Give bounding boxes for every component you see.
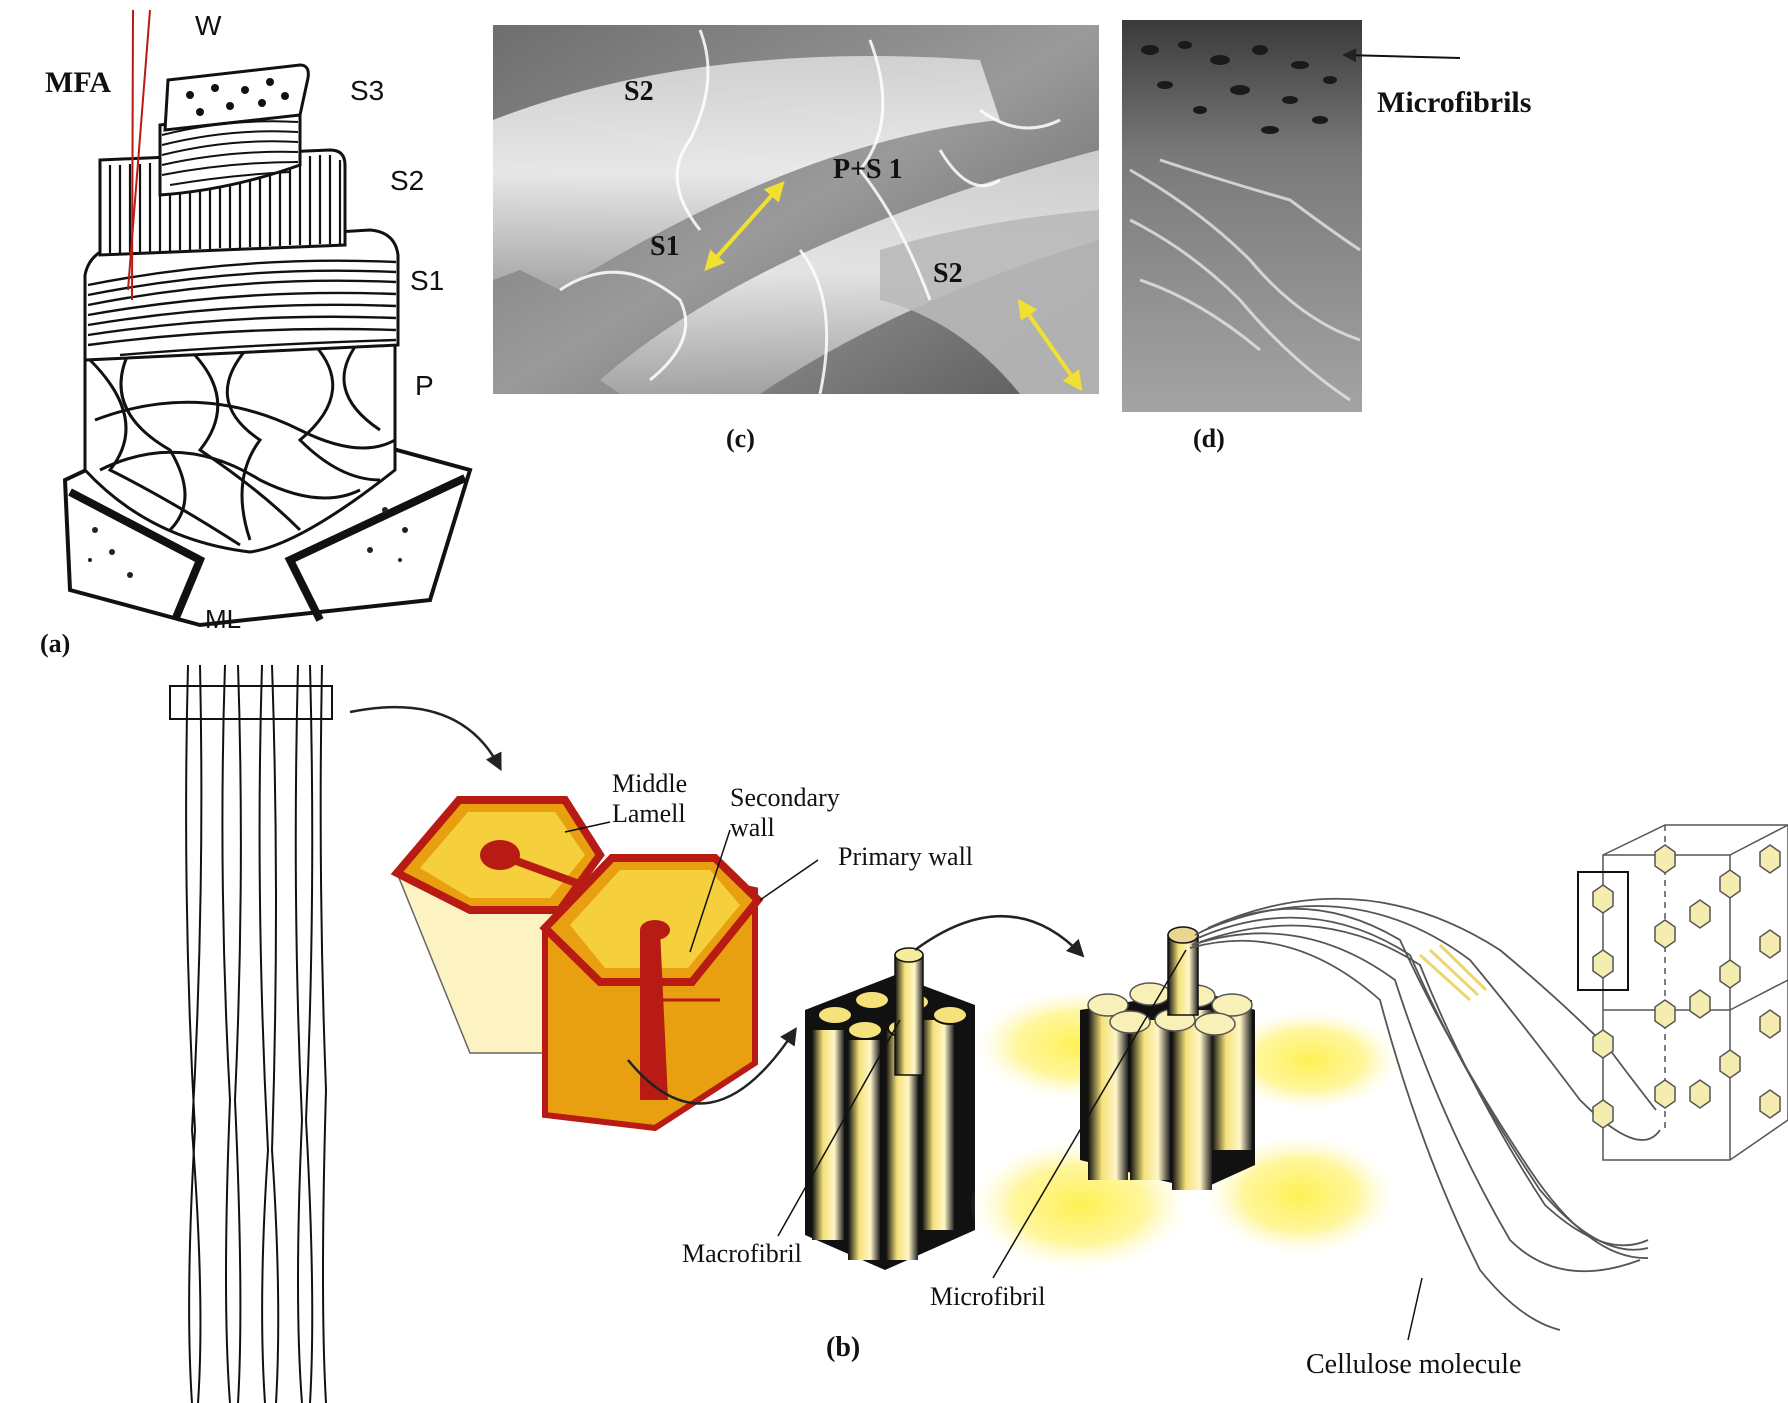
sem-c-fiber-2: [600, 150, 1099, 394]
s3-layer-stripes: [161, 120, 299, 186]
microfibril-bundle: [970, 926, 1400, 1270]
mfa-line-2: [127, 9, 151, 291]
fiber-section-box: [169, 685, 333, 720]
glucose-rings: [1592, 844, 1781, 1129]
leader-microfibril: [992, 949, 1187, 1279]
label-p: P: [415, 370, 434, 401]
label-d-microfibrils: Microfibrils: [1377, 86, 1531, 119]
cellulose-strands: [1189, 897, 1661, 1331]
cellulose-strand-band: [1418, 943, 1488, 1002]
ml-stipple: [88, 507, 408, 578]
leader-middle-lamell: [564, 821, 611, 833]
label-s1: S1: [410, 265, 444, 296]
panel-label-d: (d): [1193, 424, 1225, 453]
sem-d-pores: [1141, 41, 1337, 134]
fiber-bundle: [185, 664, 328, 1403]
label-s3: S3: [350, 75, 384, 106]
s1-layer: [83, 228, 400, 362]
label-cellulose-molecule: Cellulose molecule: [1306, 1349, 1521, 1380]
warts: [186, 78, 289, 116]
wood-cell-1: [390, 796, 605, 1054]
panel-b-hierarchy: Middle Lamell Secondary wall Primary wal…: [169, 664, 1788, 1403]
sem-c-angle-arrow-2: [1017, 298, 1083, 392]
label-middle-lamell-1: Middle: [612, 769, 687, 798]
microfibrils-callout-arrow: [1342, 48, 1461, 63]
panel-c-sem-micrograph: S2 P+S 1 S1 S2 (c): [493, 25, 1099, 453]
label-microfibril: Microfibril: [930, 1282, 1046, 1311]
label-mfa: MFA: [45, 66, 111, 99]
primary-layer-mesh: [88, 338, 396, 547]
label-c-p-s1: P+S 1: [833, 154, 903, 185]
label-macrofibril: Macrofibril: [682, 1239, 802, 1268]
panel-label-c: (c): [726, 424, 755, 453]
selected-chain-box: [1577, 871, 1629, 991]
sem-c-fiber-1: [493, 56, 1000, 290]
panel-label-a: (a): [40, 629, 70, 658]
macrofibril-bundle: [805, 947, 975, 1270]
label-c-s1: S1: [650, 231, 680, 262]
panel-label-b: (b): [826, 1332, 860, 1363]
label-c-s2-top: S2: [624, 76, 654, 107]
arrow-to-microfibril: [914, 914, 1085, 958]
wood-cell-2: [539, 854, 764, 1132]
arrow-to-cells: [349, 705, 502, 772]
label-s2: S2: [390, 165, 424, 196]
label-c-s2-right: S2: [933, 258, 963, 289]
sem-c-angle-arrow-1: [704, 181, 785, 271]
panel-d-sem-micrograph: Microfibrils (d): [1122, 20, 1531, 453]
sem-c-loose-fibrils: [559, 29, 1061, 395]
label-ml: ML: [205, 604, 241, 634]
leader-macrofibril: [777, 1019, 901, 1237]
arrow-to-macrofibril: [627, 1027, 797, 1105]
label-secondary-wall-1: Secondary: [730, 783, 840, 812]
label-secondary-wall-2: wall: [730, 813, 775, 842]
label-primary-wall: Primary wall: [838, 842, 973, 871]
label-middle-lamell-2: Lamell: [612, 799, 686, 828]
leader-primary-wall: [759, 859, 819, 901]
panel-a-cell-wall-layers: MFA W S3 S2 S1 P ML (a): [40, 9, 473, 658]
sem-d-fibril-strands: [1129, 158, 1361, 402]
leader-cellulose-molecule: [1407, 1277, 1423, 1341]
mfa-line-1: [131, 9, 134, 301]
leader-secondary-wall: [689, 829, 731, 953]
label-w: W: [195, 10, 222, 41]
